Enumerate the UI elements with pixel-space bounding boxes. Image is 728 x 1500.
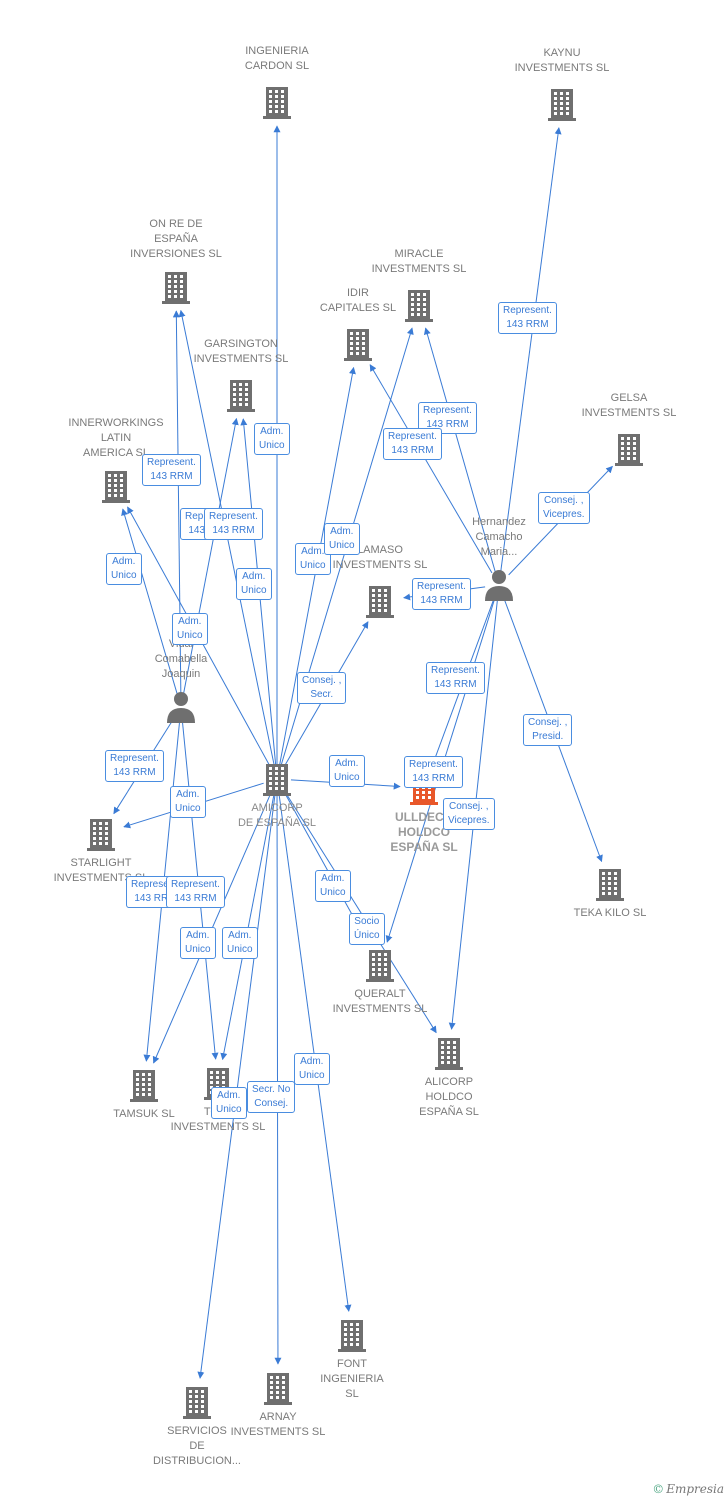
relation-label[interactable]: Represent. 143 RRM (204, 508, 263, 540)
edge-amicorp-to-arnay (274, 792, 282, 1365)
building-icon (127, 1067, 161, 1103)
building-icon (261, 1370, 295, 1406)
relation-label[interactable]: Adm. Unico (222, 927, 258, 959)
relation-label[interactable]: Consej. , Vicepres. (443, 798, 495, 830)
building-icon (180, 1384, 214, 1420)
relation-label[interactable]: Represent. 143 RRM (418, 402, 477, 434)
relation-label[interactable]: Represent. 143 RRM (142, 454, 201, 486)
building-icon (612, 431, 646, 467)
relation-label[interactable]: Adm. Unico (236, 568, 272, 600)
building-icon (363, 947, 397, 983)
relation-label[interactable]: Adm. Unico (172, 613, 208, 645)
relation-label[interactable]: Consej. , Presid. (523, 714, 573, 746)
edge-vidal-to-innerworkings (121, 508, 178, 694)
relation-label[interactable]: Represent. 143 RRM (105, 750, 164, 782)
relation-label[interactable]: Adm. Unico (329, 755, 365, 787)
edge-hernandez-to-idir (369, 364, 493, 574)
node-label: KAYNU INVESTMENTS SL (514, 47, 610, 74)
relation-label[interactable]: Secr. No Consej. (247, 1081, 296, 1113)
relation-label[interactable]: Represent. 143 RRM (404, 756, 463, 788)
relation-label[interactable]: Represent. 143 RRM (498, 302, 557, 334)
relation-label[interactable]: Adm. Unico (211, 1087, 247, 1119)
building-icon (432, 1035, 466, 1071)
relation-label[interactable]: Adm. Unico (295, 543, 331, 575)
relation-label[interactable]: Represent. 143 RRM (166, 876, 225, 908)
edge-hernandez-to-kaynu (500, 127, 562, 572)
person-icon (164, 689, 198, 725)
building-icon (99, 468, 133, 504)
node-label: STARLIGHT INVESTMENTS SL (53, 857, 149, 884)
node-label: ALICORP HOLDCO ESPAÑA SL (419, 1076, 479, 1118)
node-label: AMICORP DE ESPAÑA SL (237, 802, 317, 829)
node-label: TEKA KILO SL (573, 907, 647, 919)
node-label: GARSINGTON INVESTMENTS SL (193, 338, 289, 365)
relation-label[interactable]: Represent. 143 RRM (126, 876, 185, 908)
relation-label[interactable]: Represent. 143 RRM (412, 578, 471, 610)
edge-hernandez-to-miracle (423, 327, 496, 572)
relation-label[interactable]: Adm. Unico (106, 553, 142, 585)
node-label: INNERWORKINGS LATIN AMERICA SL (68, 417, 164, 459)
relation-label[interactable]: Adm. Unico (294, 1053, 330, 1085)
building-icon (402, 287, 436, 323)
node-label: INGENIERIA CARDON SL (244, 45, 310, 72)
building-icon (341, 326, 375, 362)
building-icon (335, 1317, 369, 1353)
relation-label[interactable]: Adm. Unico (254, 423, 290, 455)
node-label: SERVICIOS DE DISTRIBUCION... (152, 1425, 241, 1467)
node-label: ULLDECO HOLDCO ESPAÑA SL (390, 810, 458, 854)
edge-amicorp-to-servicios (197, 792, 276, 1379)
edge-amicorp-to-tota (220, 792, 275, 1061)
building-icon (260, 761, 294, 797)
building-icon (545, 86, 579, 122)
relation-label[interactable]: Adm. Unico (170, 786, 206, 818)
node-label: Hernandez Camacho Maria... (472, 516, 526, 558)
relation-label[interactable]: Adm. Unico (315, 870, 351, 902)
building-icon (593, 866, 627, 902)
edge-vidal-to-garsington (183, 417, 239, 694)
node-label: FONT INGENIERIA SL (320, 1358, 384, 1400)
node-label: LAMASO INVESTMENTS SL (332, 544, 428, 571)
person-icon (482, 567, 516, 603)
relation-label[interactable]: Consej. , Secr. (297, 672, 347, 704)
relation-label[interactable]: Socio Único (349, 913, 385, 945)
node-label: ARNAY INVESTMENTS SL (230, 1411, 326, 1438)
relation-label[interactable]: Represent. 143 RRM (383, 428, 442, 460)
node-label: TAMSUK SL (113, 1108, 175, 1120)
node-label: ON RE DE ESPAÑA INVERSIONES SL (130, 218, 222, 260)
building-icon (260, 84, 294, 120)
node-label: GELSA INVESTMENTS SL (581, 392, 677, 419)
node-label: QUERALT INVESTMENTS SL (332, 988, 428, 1015)
relation-label[interactable]: Adm. Unico (324, 523, 360, 555)
building-icon (224, 377, 258, 413)
building-icon (363, 583, 397, 619)
node-label: MIRACLE INVESTMENTS SL (371, 248, 467, 275)
relation-label[interactable]: Adm. Unico (180, 927, 216, 959)
copyright-icon: © (652, 1482, 665, 1496)
node-label: IDIR CAPITALES SL (319, 287, 397, 314)
empresia-logo[interactable]: ©Empresia (652, 1482, 724, 1496)
relation-label[interactable]: Consej. , Vicepres. (538, 492, 590, 524)
edge-amicorp-to-font (278, 792, 352, 1312)
building-icon (159, 269, 193, 305)
building-icon (84, 816, 118, 852)
edge-amicorp-to-alicorp (284, 790, 437, 1034)
relation-label[interactable]: Represent. 143 RRM (426, 662, 485, 694)
